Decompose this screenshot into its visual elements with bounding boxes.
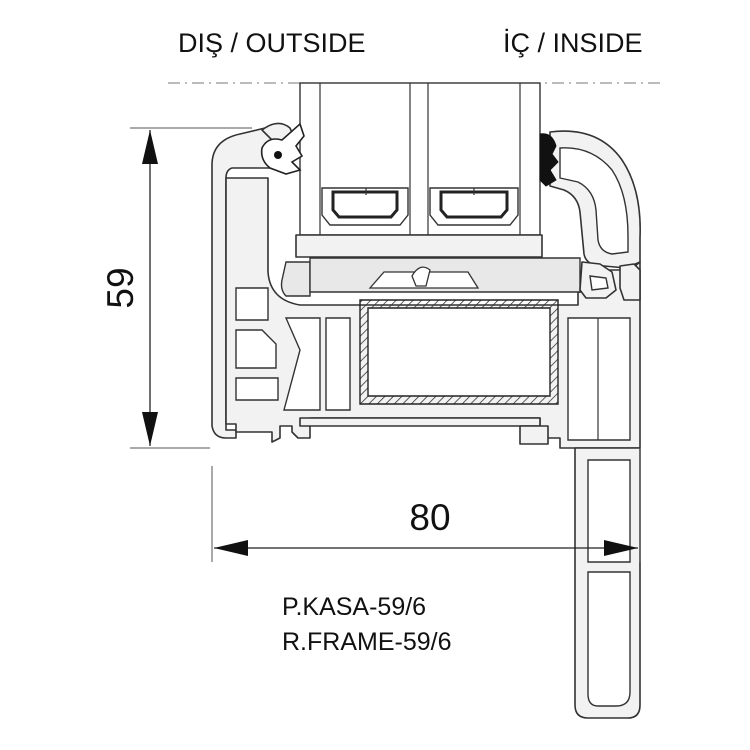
profile-code-en: R.FRAME-59/6 xyxy=(282,628,451,656)
glazing-bead xyxy=(549,130,641,301)
width-dimension: 80 xyxy=(211,448,641,562)
steel-reinforcement xyxy=(359,299,559,405)
inner-gasket xyxy=(539,133,559,187)
height-dimension: 59 xyxy=(100,127,252,449)
outside-label: DIŞ / OUTSIDE xyxy=(178,28,366,58)
glazing-channel xyxy=(280,257,581,297)
glass-unit xyxy=(299,82,541,236)
setting-block xyxy=(295,234,543,258)
outer-gasket xyxy=(260,122,305,175)
width-value: 80 xyxy=(409,497,450,538)
height-value: 59 xyxy=(100,267,141,308)
inside-label: İÇ / INSIDE xyxy=(503,27,643,58)
frame-extension-leg xyxy=(574,447,641,719)
profile-code-tr: P.KASA-59/6 xyxy=(282,593,426,621)
